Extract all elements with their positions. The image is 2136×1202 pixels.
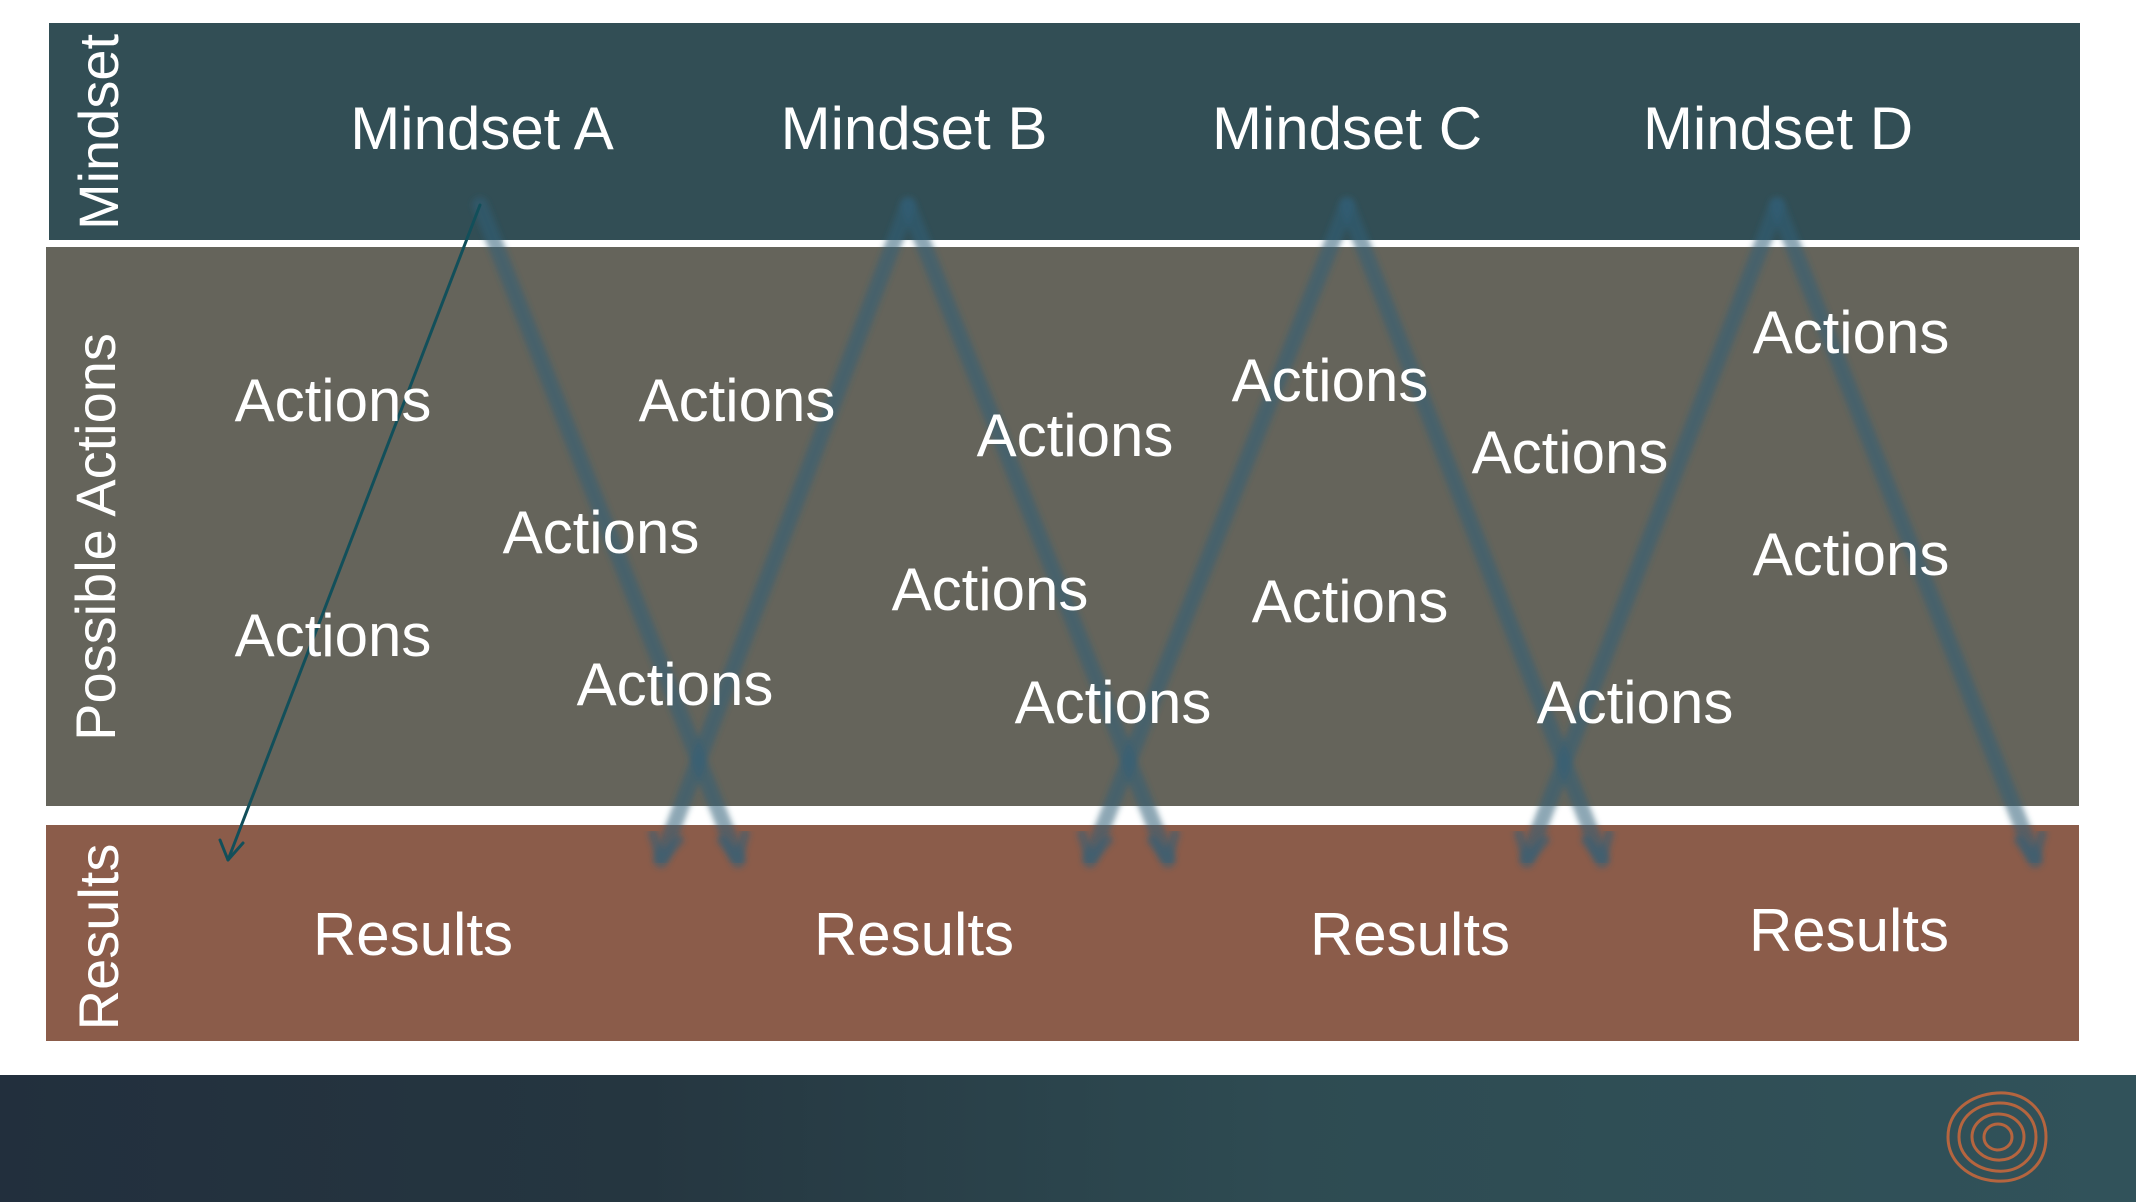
action-label: Actions bbox=[234, 367, 432, 434]
action-label: Actions bbox=[1231, 347, 1429, 414]
mindset-d-label: Mindset D bbox=[1642, 95, 1914, 162]
spiral-logo-icon bbox=[1946, 1091, 2048, 1183]
action-label: Actions bbox=[976, 402, 1174, 469]
action-label: Actions bbox=[1536, 669, 1734, 736]
mindset-b-label: Mindset B bbox=[780, 95, 1048, 162]
row-label-results: Results bbox=[67, 843, 130, 1031]
result-label: Results bbox=[312, 901, 514, 968]
mindset-c-label: Mindset C bbox=[1211, 95, 1483, 162]
result-label: Results bbox=[1309, 901, 1511, 968]
action-label: Actions bbox=[1752, 299, 1950, 366]
action-label: Actions bbox=[576, 651, 774, 718]
action-label: Actions bbox=[1752, 521, 1950, 588]
row-label-mindset: Mindset bbox=[67, 33, 130, 231]
action-label: Actions bbox=[638, 367, 836, 434]
result-label: Results bbox=[813, 901, 1015, 968]
result-label: Results bbox=[1748, 897, 1950, 964]
mindset-a-label: Mindset A bbox=[350, 95, 614, 162]
action-label: Actions bbox=[891, 556, 1089, 623]
action-label: Actions bbox=[1471, 419, 1669, 486]
row-label-possible-actions: Possible Actions bbox=[64, 333, 127, 741]
action-label: Actions bbox=[1014, 669, 1212, 736]
action-label: Actions bbox=[1251, 568, 1449, 635]
action-label: Actions bbox=[234, 602, 432, 669]
action-label: Actions bbox=[502, 499, 700, 566]
footer-bar bbox=[0, 1075, 2136, 1202]
